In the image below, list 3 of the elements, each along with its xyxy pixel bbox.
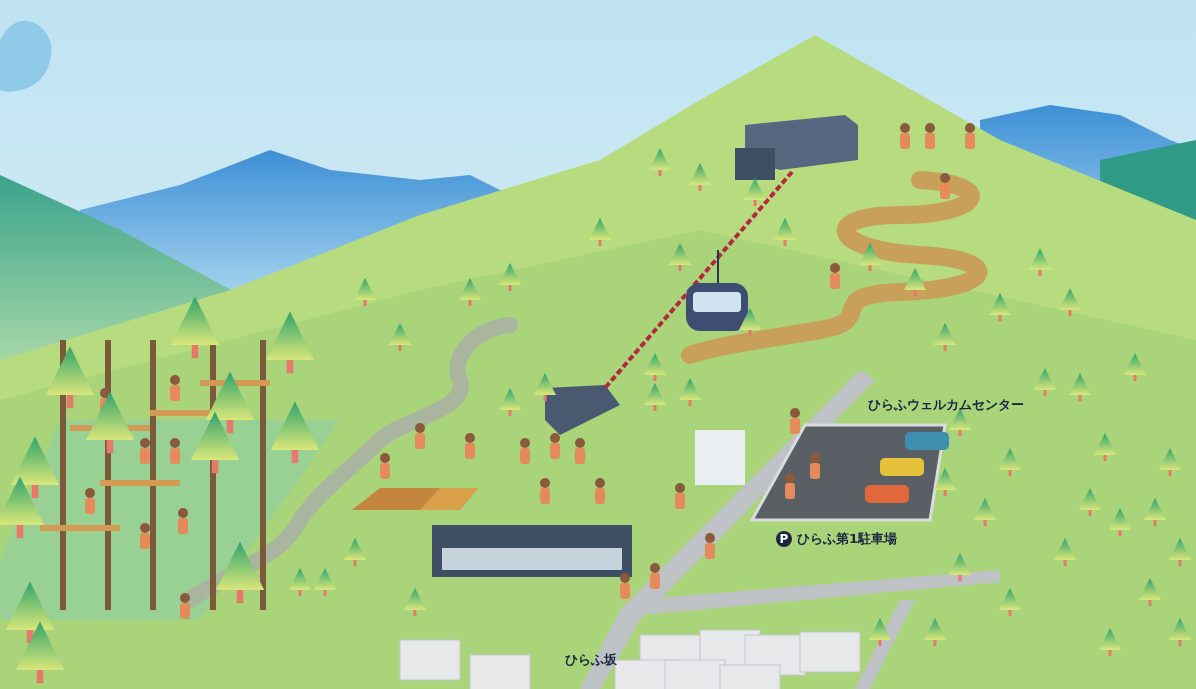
place-label: ひらふ第1駐車場 <box>797 531 898 547</box>
place-label: ひらふ坂 <box>565 652 617 668</box>
place-label: ひらふウェルカムセンター <box>868 397 1024 413</box>
